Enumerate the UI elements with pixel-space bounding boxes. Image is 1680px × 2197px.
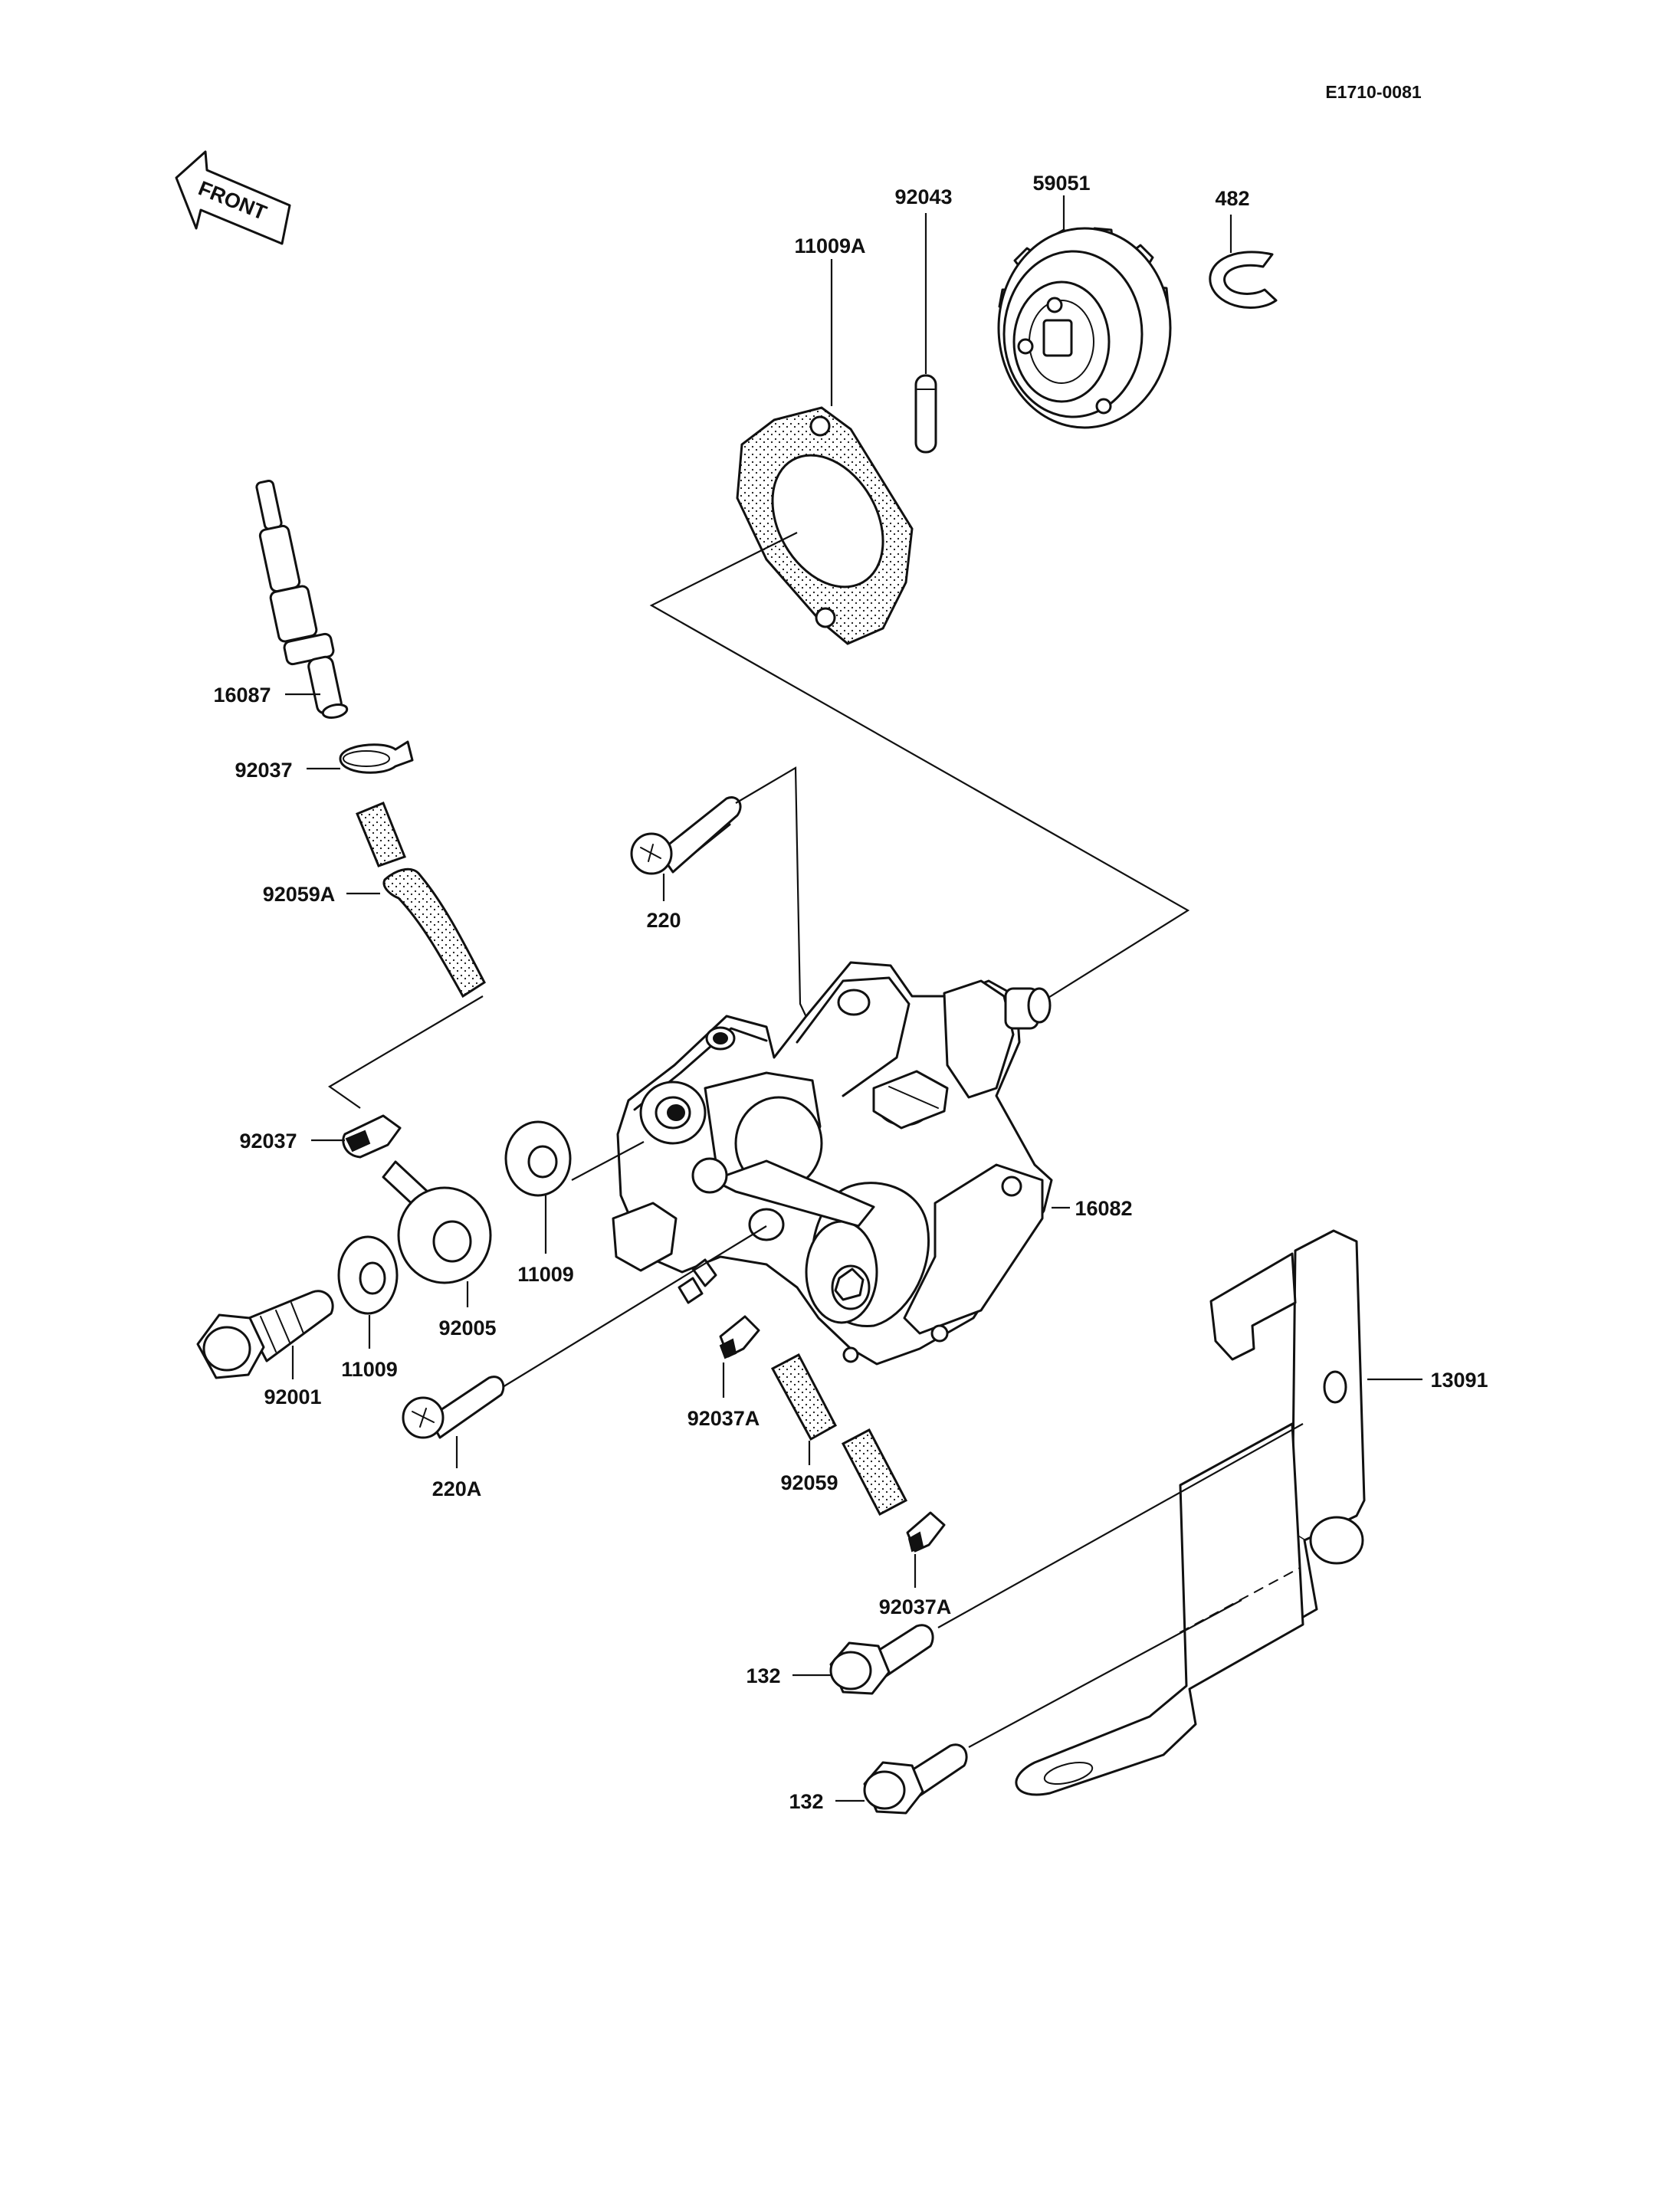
gear-59051	[997, 227, 1172, 429]
callout-92037a-lower: 92037A	[879, 1595, 952, 1618]
banjo-bolt-92001	[196, 1290, 334, 1379]
screw-220	[630, 796, 742, 875]
callout-220a: 220A	[432, 1477, 482, 1500]
dowel-pin-92043	[914, 374, 937, 454]
callout-92037-mid: 92037	[239, 1130, 297, 1153]
callout-92001: 92001	[264, 1385, 321, 1408]
screw-220a	[402, 1376, 505, 1439]
callout-59051: 59051	[1032, 172, 1090, 195]
flange-bolt-132-upper	[829, 1624, 934, 1695]
callout-482: 482	[1215, 187, 1249, 210]
hose-clamp-92037a-upper	[719, 1315, 760, 1359]
reference-code: E1710-0081	[1325, 82, 1422, 102]
callout-11009-left: 11009	[341, 1358, 398, 1381]
callout-92005: 92005	[438, 1317, 496, 1340]
flange-bolt-132-lower	[863, 1743, 968, 1815]
gasket-11009a	[736, 406, 914, 645]
callout-92037a-upper: 92037A	[687, 1407, 760, 1430]
callout-11009-right: 11009	[517, 1263, 574, 1286]
fitting-16087	[255, 480, 349, 720]
hose-clamp-92037-top	[339, 740, 414, 774]
callout-132-lower: 132	[789, 1790, 823, 1813]
oil-pump-16082	[612, 961, 1053, 1366]
hose-92059a	[356, 802, 486, 998]
callout-92059a: 92059A	[263, 883, 336, 906]
banjo-92005	[382, 1160, 492, 1284]
callout-13091: 13091	[1430, 1369, 1488, 1392]
callout-16082: 16082	[1075, 1197, 1132, 1220]
callout-220: 220	[646, 909, 681, 932]
callout-16087: 16087	[213, 684, 271, 707]
callout-92037-top: 92037	[235, 759, 292, 782]
callout-92043: 92043	[894, 185, 952, 208]
callout-132-upper: 132	[746, 1664, 780, 1687]
bracket-13091	[1015, 1229, 1366, 1796]
hose-clamp-92037-mid	[342, 1114, 402, 1159]
callout-11009a: 11009A	[794, 234, 865, 257]
washer-11009-right	[504, 1120, 572, 1197]
callout-92059: 92059	[780, 1471, 838, 1494]
hose-clamp-92037a-lower	[906, 1511, 946, 1553]
washer-11009-left	[337, 1235, 399, 1315]
circlip-482	[1209, 251, 1278, 310]
hose-92059	[678, 1277, 908, 1517]
front-arrow-icon: FRONT	[175, 150, 291, 245]
